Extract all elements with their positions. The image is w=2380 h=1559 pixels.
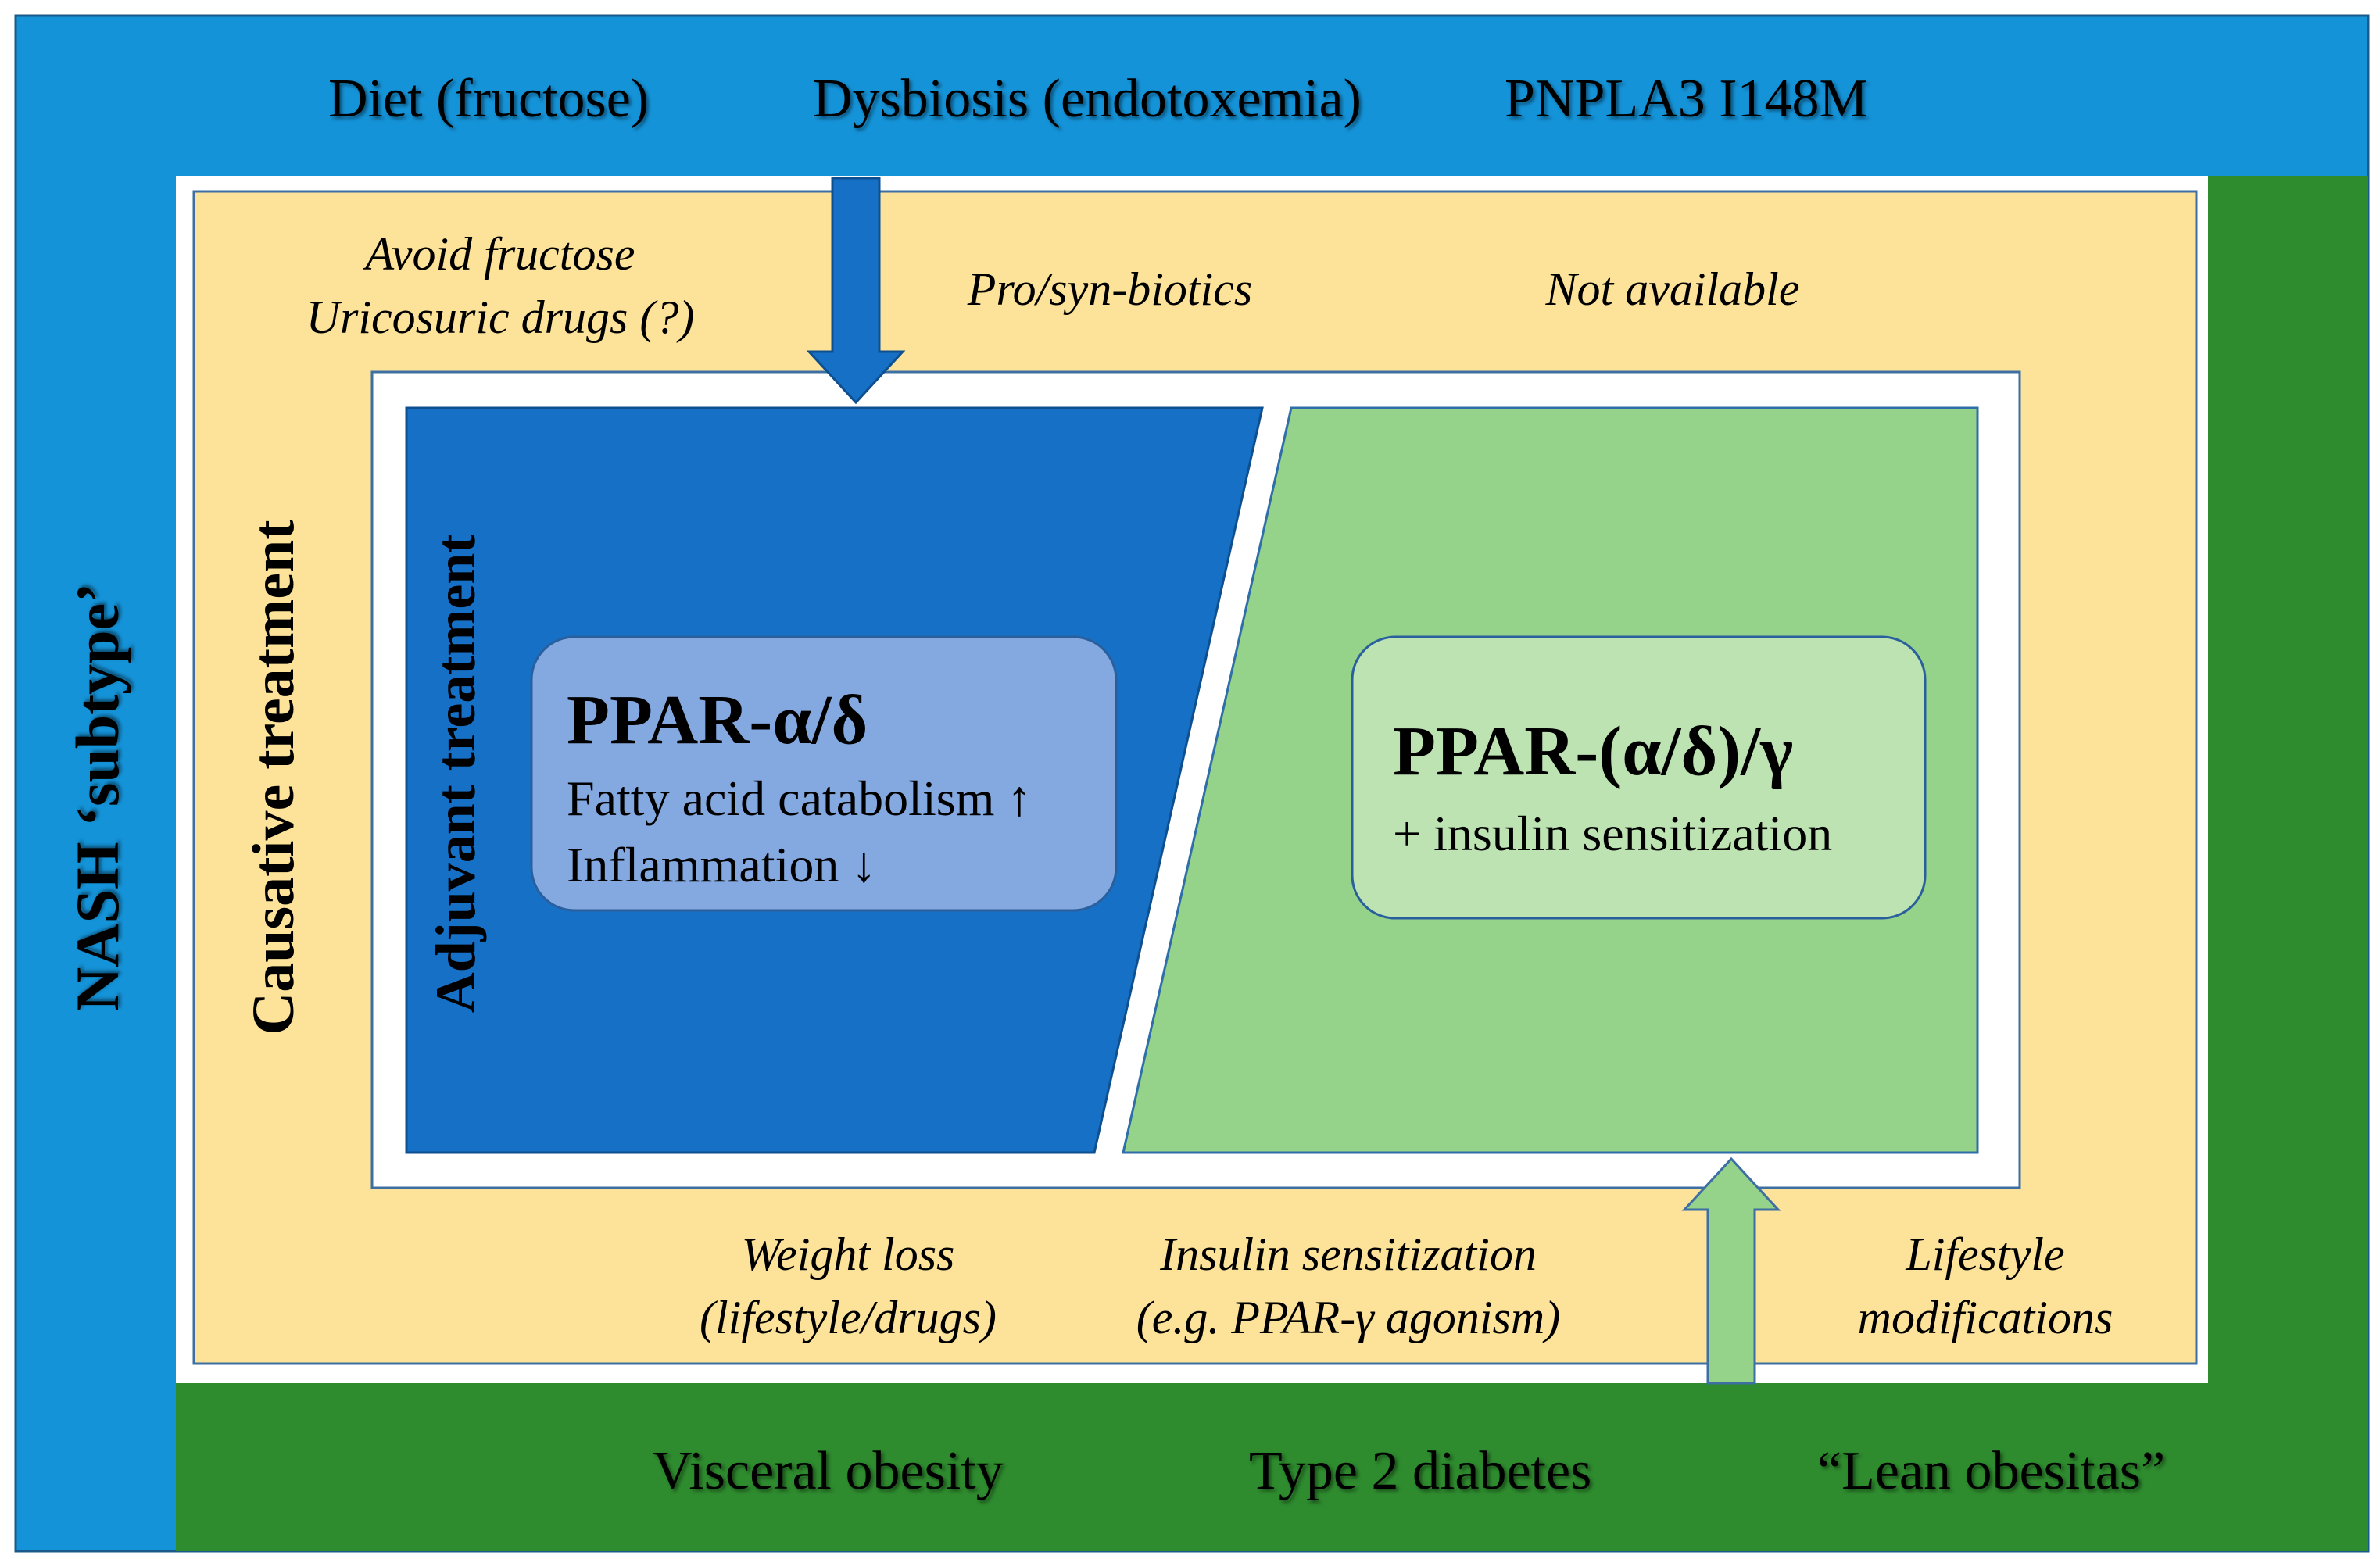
probiotics-text: Pro/syn-biotics <box>967 263 1253 315</box>
adjuvant-treatment-label: Adjuvant treatment <box>424 534 487 1014</box>
down-arrow <box>806 177 906 405</box>
nash-subtype-label: NASH ‘subtype’ <box>63 582 131 1012</box>
ppar-gamma-title: PPAR-(α/δ)/γ <box>1393 713 1794 790</box>
diet-label: Diet (fructose) <box>328 69 650 129</box>
dysbiosis-label: Dysbiosis (endotoxemia) <box>813 69 1362 129</box>
up-arrow <box>1681 1157 1781 1385</box>
insulin-sensitization-box-text: + insulin sensitization <box>1393 806 1833 861</box>
causative-treatment-label: Causative treatment <box>241 520 306 1035</box>
type2-diabetes-label: Type 2 diabetes <box>1249 1441 1592 1501</box>
pnpla3-label: PNPLA3 I148M <box>1505 69 1868 129</box>
ppar-alpha-delta-box <box>530 635 1118 912</box>
ppar-gamma-box <box>1351 635 1927 920</box>
ppar-alpha-delta-title: PPAR-α/δ <box>567 681 868 759</box>
avoid-fructose-text: Avoid fructose Uricosuric drugs (?) <box>306 228 695 343</box>
insulin-sensitization-text: Insulin sensitization (e.g. PPAR-γ agoni… <box>1136 1228 1561 1343</box>
lean-obesitas-label: “Lean obesitas” <box>1817 1441 2166 1501</box>
lifestyle-modifications-text: Lifestyle modifications <box>1857 1228 2113 1343</box>
not-available-text: Not available <box>1545 263 1800 315</box>
inflammation-text: Inflammation ↓ <box>567 837 877 892</box>
visceral-obesity-label: Visceral obesity <box>653 1441 1004 1501</box>
weight-loss-text: Weight loss (lifestyle/drugs) <box>700 1228 997 1343</box>
fatty-acid-text: Fatty acid catabolism ↑ <box>567 771 1033 826</box>
